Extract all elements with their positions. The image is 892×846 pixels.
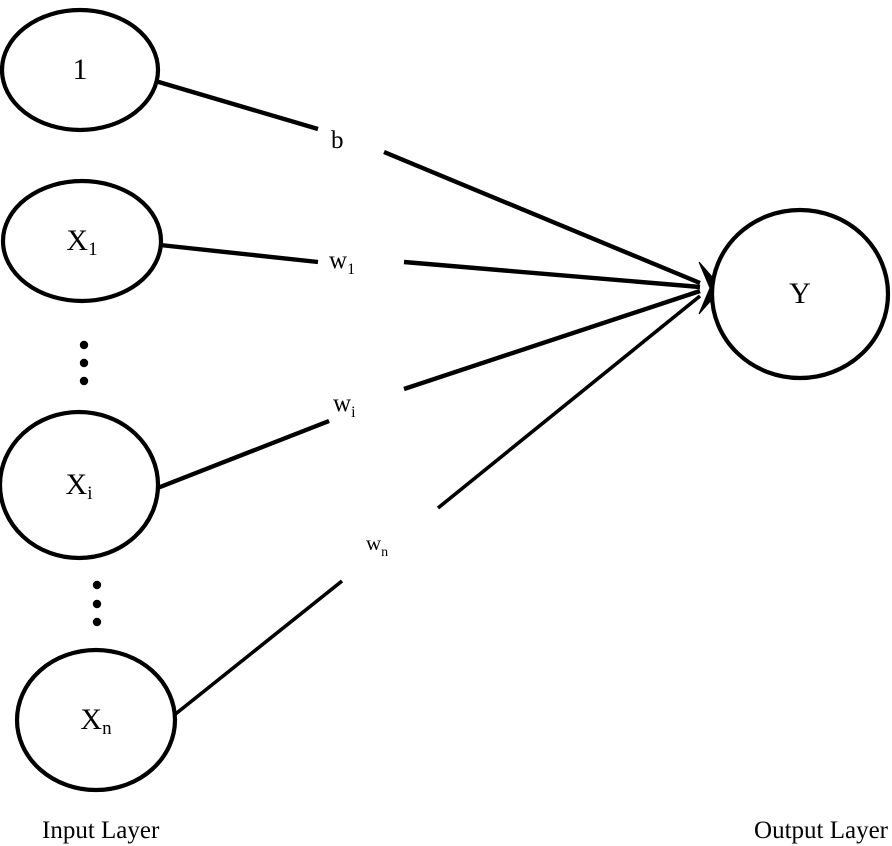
connection-wn-edge-seg0 <box>171 579 344 718</box>
node-x1-label: X1 <box>66 224 97 260</box>
connection-bias-edge-seg1 <box>383 149 701 286</box>
dots-lower-dot-1 <box>92 599 102 609</box>
dots-upper-dot-0 <box>79 340 89 350</box>
node-x1-circle[interactable] <box>0 178 164 304</box>
weight-label-w1-edge: w1 <box>329 247 355 278</box>
connections-group <box>151 77 702 718</box>
dots-upper-dot-1 <box>79 358 89 368</box>
connection-w1-edge-seg1 <box>403 259 701 290</box>
weight-labels-group: b w1 wi wn <box>329 127 388 560</box>
node-bias-label: 1 <box>73 53 88 86</box>
vertical-ellipsis-group <box>79 340 102 627</box>
weight-label-wi-edge: wi <box>333 390 356 421</box>
node-y-circle[interactable] <box>709 207 891 381</box>
connection-bias-edge-seg0 <box>151 77 319 132</box>
node-xn-circle[interactable] <box>14 647 178 793</box>
connection-w1-edge-seg0 <box>159 242 319 265</box>
output-layer-node: Y <box>709 207 891 381</box>
connection-wn-edge-seg1 <box>436 294 702 510</box>
dots-lower-dot-0 <box>92 580 102 590</box>
node-xi-circle[interactable] <box>0 409 161 561</box>
node-xi-label: Xi <box>66 468 93 504</box>
node-bias-circle[interactable] <box>0 7 161 133</box>
output-layer-caption: Output Layer <box>754 817 889 844</box>
node-xn-label: Xn <box>80 703 112 739</box>
weight-label-bias-edge: b <box>331 127 344 154</box>
connection-wi-edge-seg0 <box>154 418 330 492</box>
dots-lower-dot-2 <box>92 617 102 627</box>
connection-wi-edge-seg1 <box>403 288 701 392</box>
node-y-label: Y <box>789 277 811 310</box>
input-layer-caption: Input Layer <box>42 817 160 844</box>
dots-upper-dot-2 <box>79 376 89 386</box>
weight-label-wn-edge: wn <box>366 531 388 560</box>
